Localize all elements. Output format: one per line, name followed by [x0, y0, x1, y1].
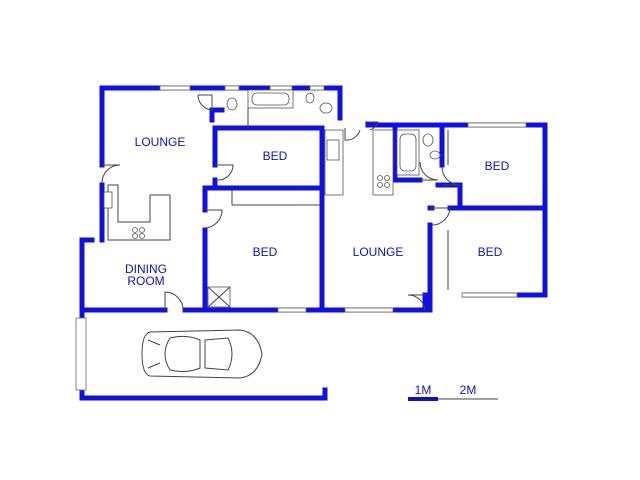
window	[309, 85, 325, 91]
doors	[101, 94, 461, 311]
sink-icon	[429, 150, 441, 160]
window	[344, 307, 394, 313]
scale-label-1m: 1M	[415, 383, 432, 397]
window	[467, 122, 527, 128]
car-icon	[141, 329, 263, 379]
room-label-bed-center: BED	[253, 245, 278, 259]
scale-label-2m: 2M	[460, 383, 477, 397]
room-label-lounge-left: LOUNGE	[135, 135, 186, 149]
room-label-lounge-center: LOUNGE	[353, 245, 404, 259]
scale-segment-dark	[408, 397, 438, 401]
door-swing-icon	[101, 164, 121, 184]
door-swing-icon	[215, 164, 234, 181]
stove-icon	[132, 227, 145, 239]
window	[277, 307, 307, 313]
window	[461, 292, 518, 298]
window	[224, 85, 240, 91]
sink-icon	[319, 102, 333, 114]
sink-icon	[326, 139, 340, 161]
room-label-bed-right: BED	[478, 245, 503, 259]
toilet-icon	[226, 97, 238, 111]
toilet-icon	[305, 92, 315, 104]
scale-bar: 1M 2M	[408, 383, 498, 401]
windows	[75, 85, 527, 391]
room-label-bed-top-center: BED	[263, 149, 288, 163]
door-swing-icon	[441, 166, 461, 186]
kitchen-counter	[372, 129, 394, 196]
window	[269, 85, 293, 91]
fixtures	[103, 89, 449, 308]
door-swing-icon	[344, 128, 361, 141]
door-swing-icon	[430, 207, 451, 226]
kitchen-counter	[107, 184, 171, 241]
toilet-icon	[422, 133, 434, 147]
room-label-bed-top-right: BED	[485, 159, 510, 173]
carport-opening	[75, 317, 87, 391]
window	[159, 85, 191, 91]
stove-icon	[377, 175, 390, 188]
door-swing-icon	[197, 94, 213, 111]
room-label-dining-line2: ROOM	[127, 274, 164, 288]
door-swing-icon	[164, 291, 184, 311]
door-swing-icon	[204, 209, 223, 229]
sink-icon	[103, 191, 113, 209]
door-swing-icon	[407, 294, 426, 311]
scale-segment-light	[438, 398, 498, 400]
door-swing-icon	[365, 121, 379, 131]
room-label-dining-line1: DINING	[125, 262, 167, 276]
door-swing-icon	[419, 161, 439, 181]
